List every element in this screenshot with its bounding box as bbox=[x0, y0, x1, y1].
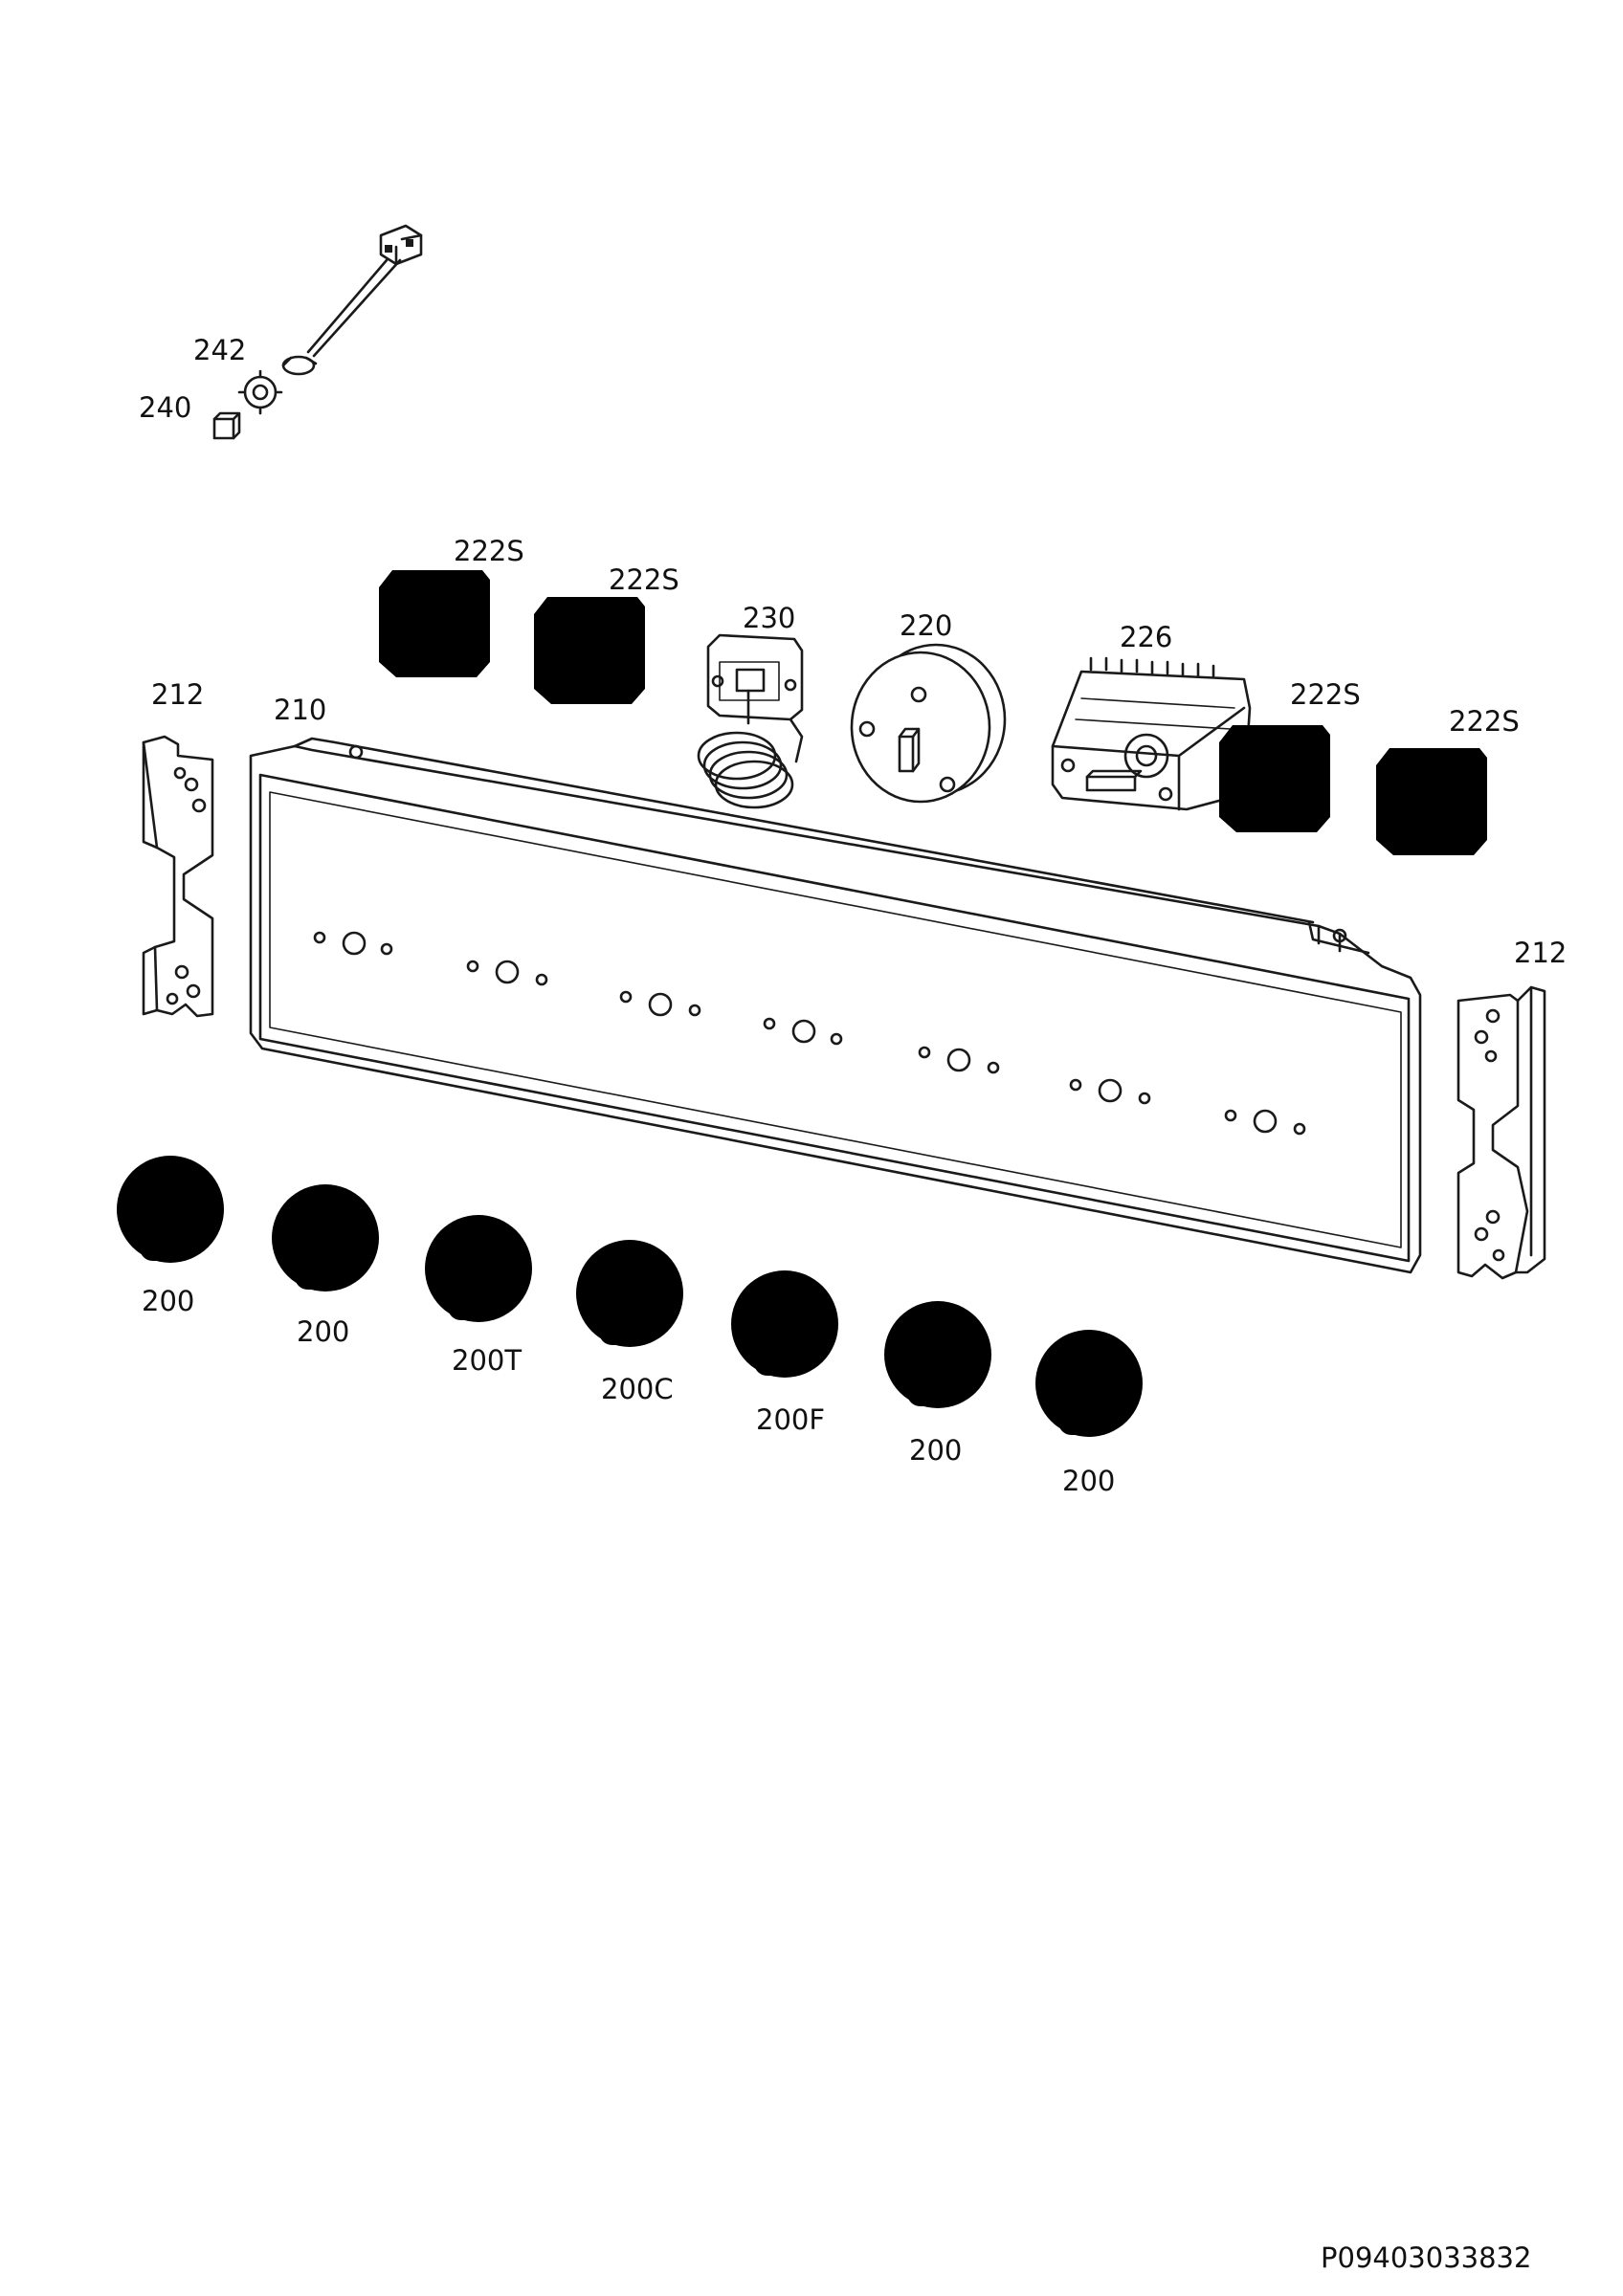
knob-5-part bbox=[731, 1270, 838, 1378]
knob-3-part bbox=[425, 1215, 532, 1322]
bracket-left-part bbox=[142, 735, 214, 1018]
label-212-right: 212 bbox=[1514, 937, 1567, 969]
label-222s-b: 222S bbox=[609, 563, 679, 596]
label-knob-2: 200 bbox=[297, 1315, 349, 1348]
label-knob-6: 200 bbox=[909, 1434, 962, 1467]
knob-2-part bbox=[272, 1184, 379, 1292]
knob-1-part bbox=[117, 1156, 224, 1263]
switch-222s-b bbox=[534, 597, 645, 704]
knob-6-part bbox=[884, 1301, 991, 1408]
label-230: 230 bbox=[743, 602, 795, 634]
cap-part bbox=[212, 369, 283, 440]
wire-harness-part bbox=[281, 224, 423, 376]
label-222s-c: 222S bbox=[1290, 678, 1361, 711]
switch-222s-c bbox=[1219, 725, 1330, 832]
label-242: 242 bbox=[193, 334, 246, 366]
knob-4-part bbox=[576, 1240, 683, 1347]
label-knob-5: 200F bbox=[756, 1403, 825, 1436]
switch-222s-d bbox=[1376, 748, 1487, 855]
label-knob-1: 200 bbox=[142, 1285, 194, 1317]
label-210: 210 bbox=[274, 694, 326, 726]
label-222s-d: 222S bbox=[1449, 705, 1520, 738]
knob-7-part bbox=[1035, 1330, 1143, 1437]
document-code: P09403033832 bbox=[1321, 2241, 1531, 2274]
switch-222s-a bbox=[379, 570, 490, 677]
control-panel-part bbox=[249, 737, 1422, 1274]
label-226: 226 bbox=[1120, 621, 1172, 653]
label-240: 240 bbox=[139, 391, 191, 424]
label-222s-a: 222S bbox=[454, 535, 524, 567]
thermostat-part bbox=[697, 633, 804, 809]
label-knob-3: 200T bbox=[452, 1344, 522, 1377]
label-220: 220 bbox=[900, 609, 952, 642]
label-knob-7: 200 bbox=[1062, 1465, 1115, 1497]
timer-part bbox=[850, 643, 1007, 804]
label-212-left: 212 bbox=[151, 678, 204, 711]
label-knob-4: 200C bbox=[601, 1373, 674, 1405]
bracket-right-part bbox=[1456, 985, 1546, 1280]
